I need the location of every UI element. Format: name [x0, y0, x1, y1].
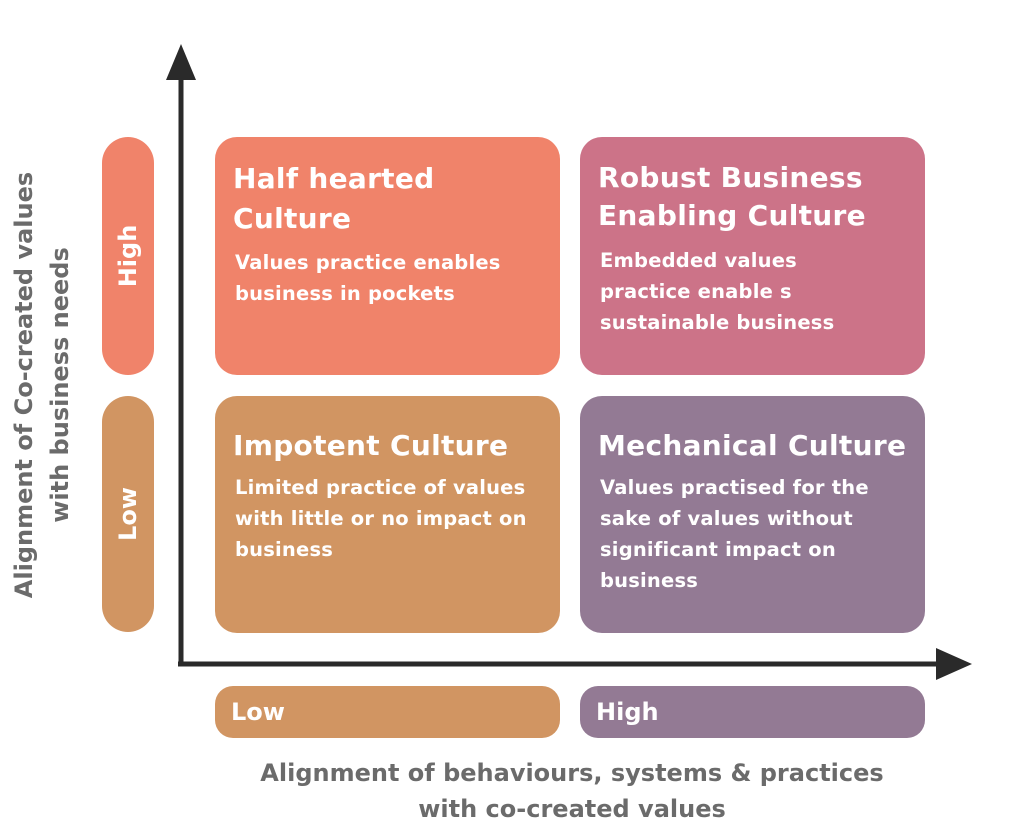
y-axis-title: Alignment of Co-created values with busi… — [6, 145, 78, 625]
x-axis-arrow — [936, 648, 972, 680]
quadrant-robust-business-enabling-culture: Robust Business Enabling Culture Embedde… — [580, 137, 925, 375]
quadrant-description: Values practice enables business in pock… — [233, 247, 542, 309]
quadrant-title: Robust Business Enabling Culture — [598, 159, 907, 235]
quadrant-desc-line2: practice enable s — [600, 280, 792, 303]
quadrant-title: Half hearted Culture — [233, 159, 542, 239]
quadrant-desc-line2: with little or no impact on — [235, 507, 527, 530]
x-axis-title-line1: Alignment of behaviours, systems & pract… — [260, 759, 884, 787]
quadrant-half-hearted-culture: Half hearted Culture Values practice ena… — [215, 137, 560, 375]
quadrant-title-line1: Half hearted — [233, 162, 435, 195]
quadrant-title-line1: Robust Business — [598, 161, 863, 194]
y-low-pill: Low — [102, 396, 154, 632]
quadrant-desc-line3: significant impact on — [600, 538, 836, 561]
quadrant-description: Embedded values practice enable s sustai… — [598, 245, 907, 338]
quadrant-desc-line3: sustainable business — [600, 311, 835, 334]
quadrant-desc-line1: Limited practice of values — [235, 476, 526, 499]
quadrant-mechanical-culture: Mechanical Culture Values practised for … — [580, 396, 925, 633]
x-axis-title: Alignment of behaviours, systems & pract… — [212, 755, 932, 827]
y-high-label: High — [114, 224, 142, 288]
quadrant-desc-line1: Embedded values — [600, 249, 797, 272]
quadrant-desc-line2: sake of values without — [600, 507, 853, 530]
x-low-pill: Low — [215, 686, 560, 738]
y-low-label: Low — [114, 487, 142, 541]
x-high-pill: High — [580, 686, 925, 738]
x-axis-title-line2: with co-created values — [418, 795, 726, 823]
quadrant-description: Values practised for the sake of values … — [598, 472, 907, 596]
y-high-pill: High — [102, 137, 154, 375]
quadrant-title-line1: Mechanical Culture — [598, 429, 907, 462]
quadrant-desc-line1: Values practised for the — [600, 476, 869, 499]
quadrant-description: Limited practice of values with little o… — [233, 472, 542, 565]
quadrant-title-line2: Enabling Culture — [598, 199, 866, 232]
x-high-label: High — [596, 698, 659, 726]
y-axis-title-line1: Alignment of Co-created values — [10, 171, 38, 599]
quadrant-title: Mechanical Culture — [598, 426, 907, 466]
x-low-label: Low — [231, 698, 285, 726]
y-axis-arrow — [166, 44, 196, 80]
y-axis-title-line2: with business needs — [46, 247, 74, 523]
quadrant-title-line2: Culture — [233, 202, 352, 235]
quadrant-impotent-culture: Impotent Culture Limited practice of val… — [215, 396, 560, 633]
quadrant-desc-line2: business in pockets — [235, 282, 455, 305]
quadrant-desc-line3: business — [235, 538, 334, 561]
quadrant-title-line1: Impotent Culture — [233, 429, 509, 462]
quadrant-desc-line4: business — [600, 569, 699, 592]
quadrant-desc-line1: Values practice enables — [235, 251, 501, 274]
quadrant-title: Impotent Culture — [233, 426, 542, 466]
